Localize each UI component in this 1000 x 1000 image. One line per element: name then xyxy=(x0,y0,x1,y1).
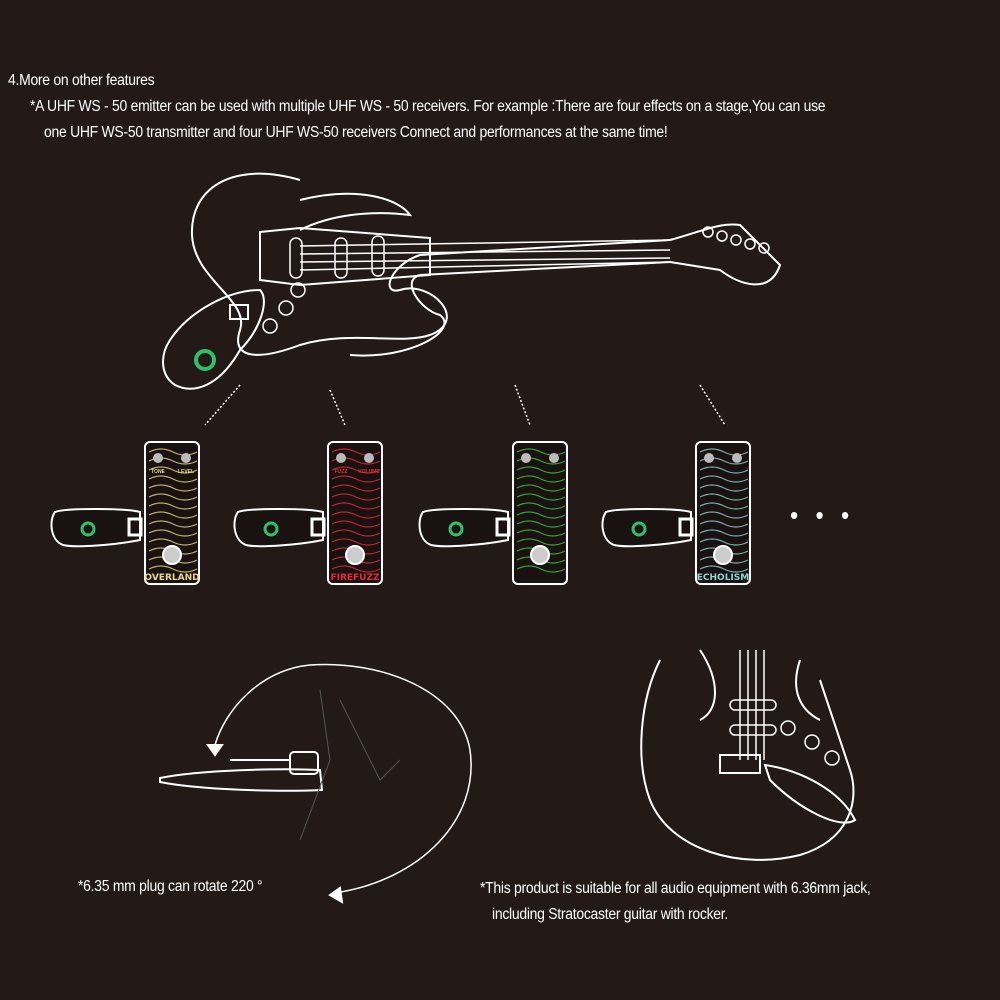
footswitch xyxy=(713,545,733,565)
knob-left xyxy=(153,453,163,463)
pedal-artwork xyxy=(699,448,749,456)
wireless-receiver xyxy=(233,508,324,548)
knob-left-label: FUZZ xyxy=(335,469,348,475)
receiver-jack xyxy=(495,517,511,537)
pedal-1: TONE LEVEL OVERLAND xyxy=(50,441,200,585)
wireless-receiver xyxy=(601,508,692,548)
knob-left-label: TONE xyxy=(151,469,165,475)
pedal-artwork xyxy=(699,475,749,483)
footswitch xyxy=(345,545,365,565)
knob-left xyxy=(521,453,531,463)
compat-line-1: *This product is suitable for all audio … xyxy=(480,880,871,897)
pedal-2: FUZZ VOLUME FIREFUZZ xyxy=(233,441,383,585)
pedal-artwork xyxy=(516,565,566,573)
pedal-artwork xyxy=(331,538,381,546)
pedal-artwork xyxy=(516,502,566,510)
pedal-artwork xyxy=(331,475,381,483)
pedal-name: FIREFUZZ xyxy=(330,573,380,583)
knob-right xyxy=(364,453,374,463)
intro-line-2: one UHF WS-50 transmitter and four UHF W… xyxy=(44,124,668,141)
pedal-artwork xyxy=(699,484,749,492)
receiver-led-ring xyxy=(631,521,647,537)
receiver-jack xyxy=(678,517,694,537)
pedal-artwork xyxy=(148,511,198,519)
footswitch xyxy=(530,545,550,565)
receiver-jack xyxy=(127,517,143,537)
pedal-artwork xyxy=(516,511,566,519)
pedal-artwork xyxy=(331,448,381,456)
pedal-artwork xyxy=(699,529,749,537)
pedal-artwork xyxy=(699,493,749,501)
footswitch xyxy=(162,545,182,565)
knob-left xyxy=(704,453,714,463)
receiver-led-ring xyxy=(448,521,464,537)
intro-line-1: *A UHF WS - 50 emitter can be used with … xyxy=(30,98,826,115)
pedal-artwork xyxy=(331,565,381,573)
knob-left xyxy=(336,453,346,463)
receiver-led-ring xyxy=(80,521,96,537)
pedal-artwork xyxy=(148,448,198,456)
ellipsis-more: • • • xyxy=(790,500,855,530)
pedal-artwork xyxy=(148,484,198,492)
knob-right-label: VOLUME xyxy=(358,469,380,475)
pedal-artwork xyxy=(148,520,198,528)
wireless-receiver xyxy=(50,508,141,548)
pedal-artwork xyxy=(148,502,198,510)
pedal-artwork xyxy=(331,493,381,501)
pedal-4: ECHOLISM xyxy=(601,441,751,585)
pedal-artwork xyxy=(148,466,198,474)
pedal-name: OVERLAND xyxy=(144,573,199,583)
pedal-artwork xyxy=(699,520,749,528)
pedal-artwork xyxy=(148,529,198,537)
pedal-artwork xyxy=(148,475,198,483)
pedal-artwork xyxy=(331,529,381,537)
knob-right xyxy=(732,453,742,463)
pedal-artwork xyxy=(148,565,198,573)
pedal-artwork xyxy=(516,466,566,474)
knob-right xyxy=(549,453,559,463)
pedal-artwork xyxy=(516,520,566,528)
compat-line-2: including Stratocaster guitar with rocke… xyxy=(492,906,729,923)
knob-right-label: LEVEL xyxy=(178,469,194,475)
pedal-artwork xyxy=(516,448,566,456)
receiver-led-ring xyxy=(263,521,279,537)
knob-right xyxy=(181,453,191,463)
pedal-artwork xyxy=(699,502,749,510)
pedal-artwork xyxy=(148,538,198,546)
pedal-artwork xyxy=(699,565,749,573)
pedal-artwork xyxy=(331,511,381,519)
pedal-artwork xyxy=(516,538,566,546)
receiver-jack xyxy=(310,517,326,537)
pedal-artwork xyxy=(516,484,566,492)
wireless-receiver xyxy=(418,508,509,548)
pedal-artwork xyxy=(699,538,749,546)
pedal-name: ECHOLISM xyxy=(697,573,750,583)
pedal-artwork xyxy=(699,466,749,474)
pedal-artwork xyxy=(331,520,381,528)
pedal-3 xyxy=(418,441,568,585)
rotate-note: *6.35 mm plug can rotate 220 ° xyxy=(78,878,263,895)
pedal-artwork xyxy=(516,493,566,501)
pedal-artwork xyxy=(516,529,566,537)
pedal-artwork xyxy=(699,511,749,519)
section-heading: 4.More on other features xyxy=(8,72,155,89)
pedal-artwork xyxy=(148,493,198,501)
pedal-artwork xyxy=(331,466,381,474)
pedal-artwork xyxy=(331,484,381,492)
pedal-artwork xyxy=(331,502,381,510)
pedal-artwork xyxy=(516,475,566,483)
